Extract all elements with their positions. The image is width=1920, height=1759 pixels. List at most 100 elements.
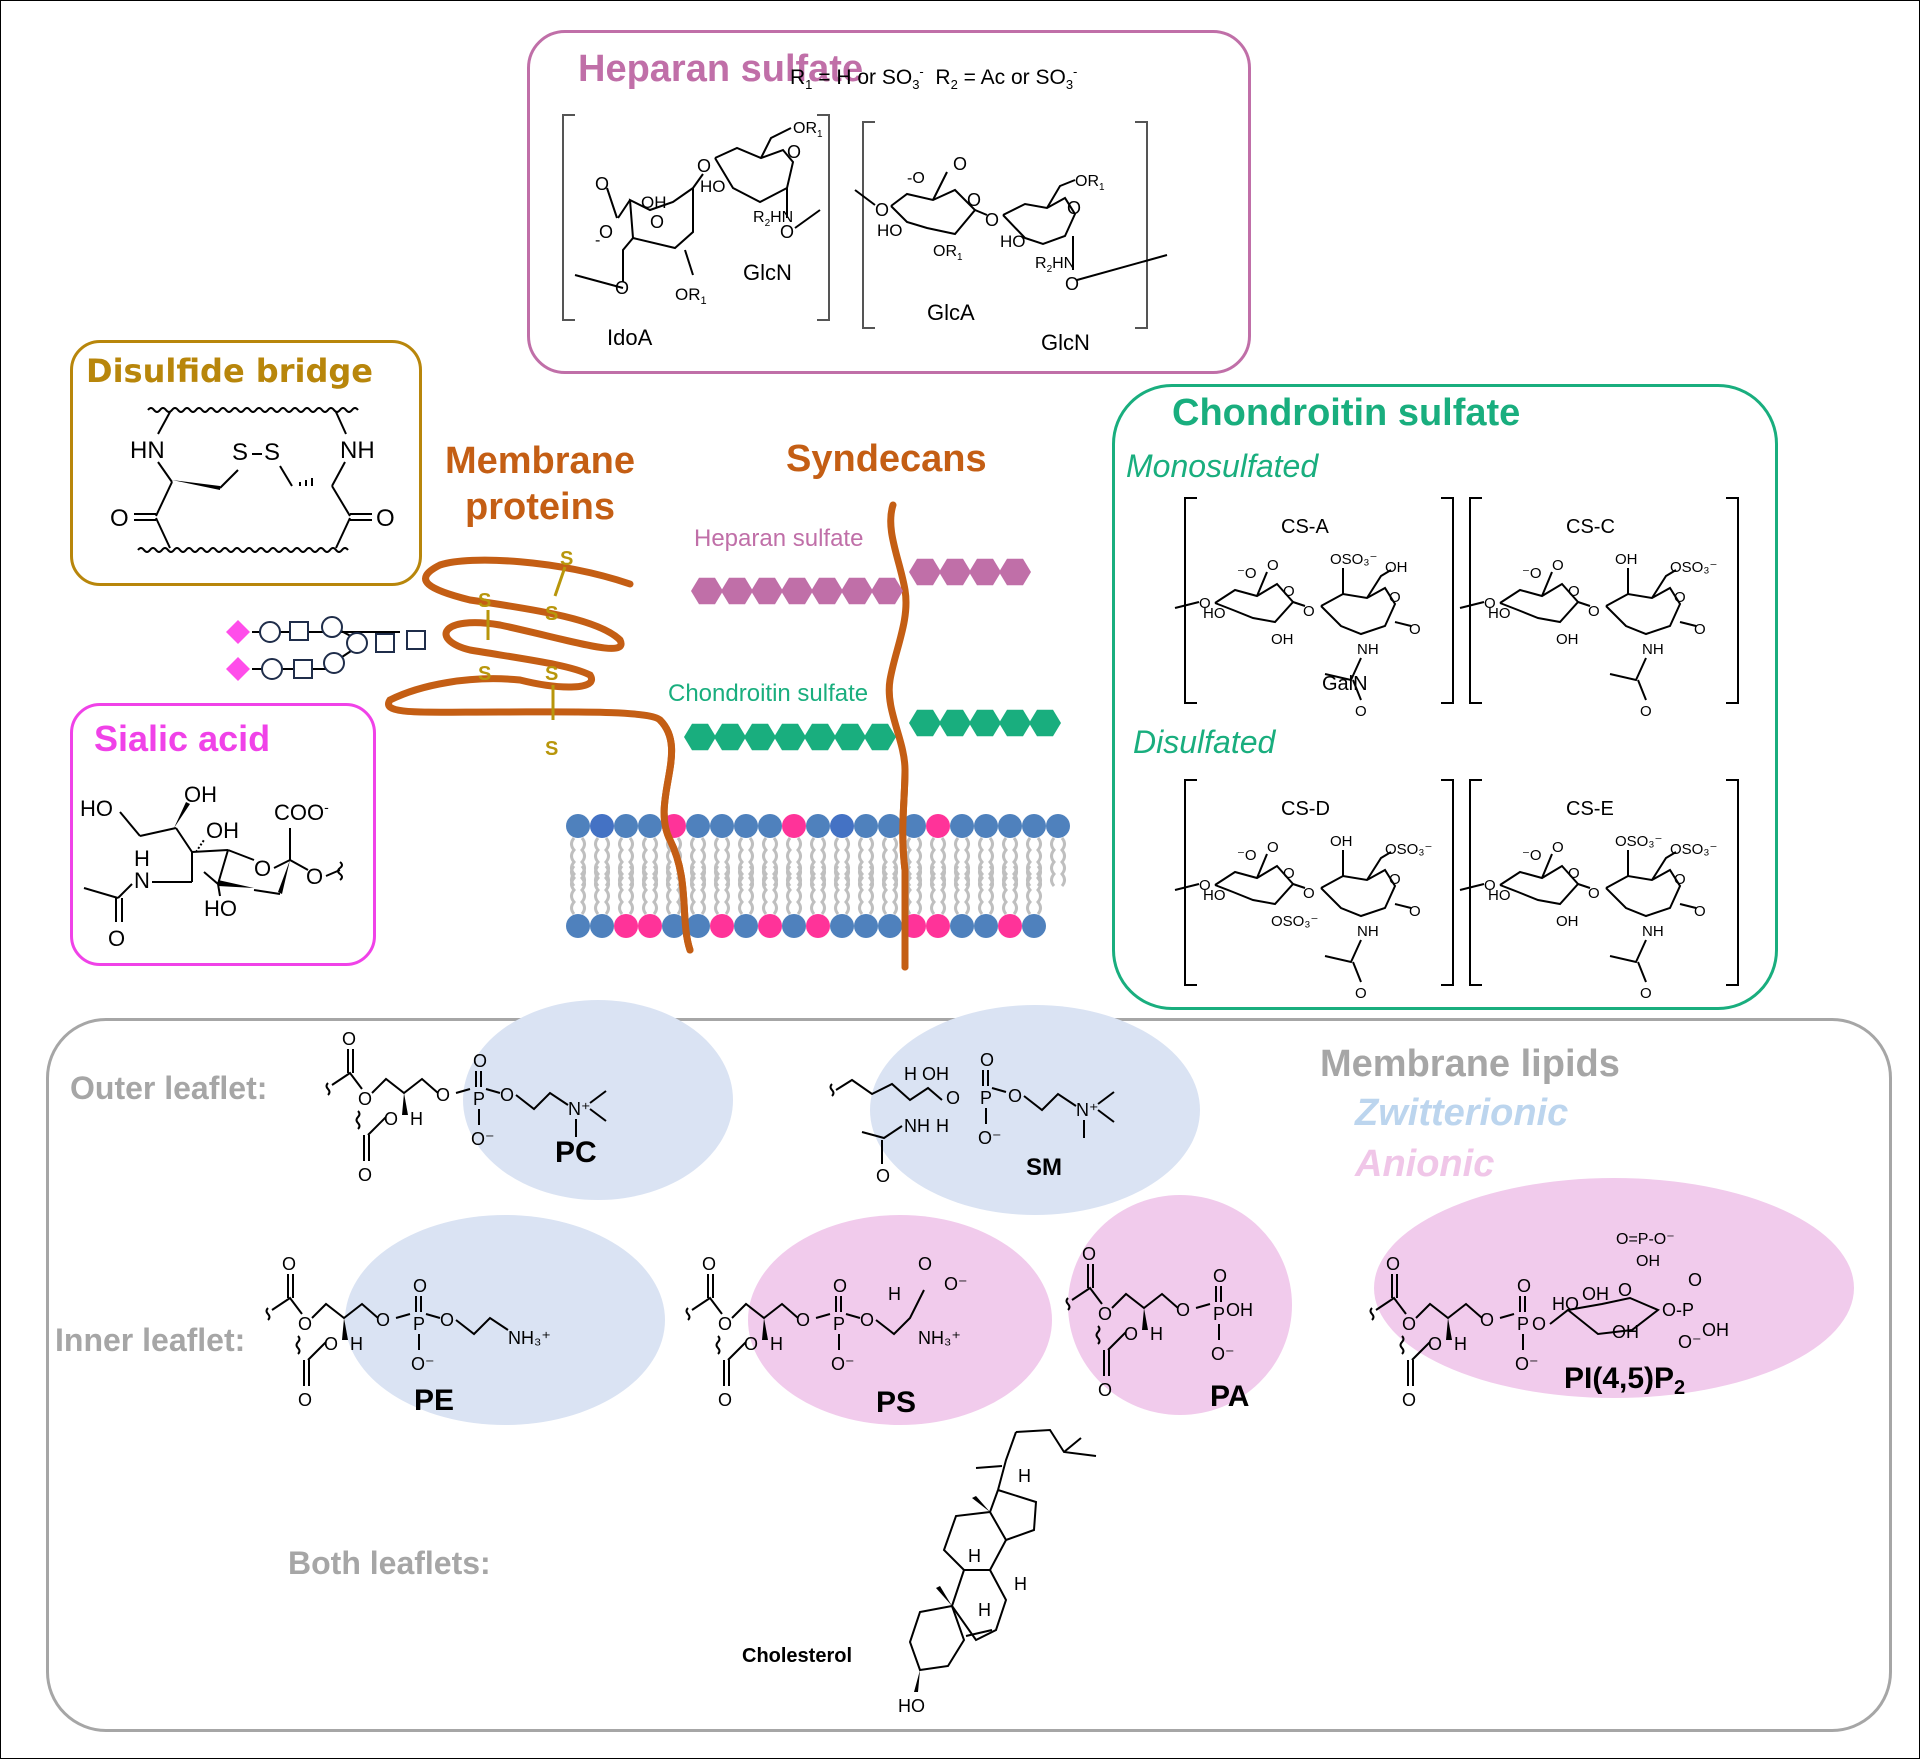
svg-text:O: O [980, 1050, 994, 1070]
anionic-lipid-head [638, 914, 662, 938]
zwitterionic-lipid-head [734, 814, 758, 838]
zwitterionic-lipid-head [878, 914, 902, 938]
disulfide-bridge-structure: HN S S NH O O [110, 407, 395, 553]
glca-label: GlcA [927, 300, 975, 325]
zwitterionic-lipid-head [974, 814, 998, 838]
svg-text:OH: OH [1556, 913, 1579, 930]
heparan-chain-label: Heparan sulfate [694, 525, 864, 552]
svg-text:O: O [860, 1310, 874, 1330]
svg-text:HO: HO [80, 796, 113, 821]
zwitterionic-lipid-head [854, 914, 878, 938]
cs-unit-label: CS-C [1566, 516, 1615, 538]
lipid-tail [652, 865, 658, 915]
lipid-tail [628, 865, 634, 915]
svg-text:H: H [968, 1546, 981, 1566]
chondroitin-hexagon [714, 723, 746, 751]
zwitterionic-lipid-head [686, 914, 710, 938]
lipid-tail [690, 865, 696, 915]
svg-text:H: H [1014, 1574, 1027, 1594]
zwitterionic-lipid-head [878, 814, 902, 838]
mannose-circle-icon [321, 616, 343, 638]
svg-text:NH₃⁺: NH₃⁺ [918, 1328, 961, 1348]
anionic-lipid-head [806, 914, 830, 938]
lipid-tail [988, 865, 994, 915]
or1-label: OR1 [675, 285, 707, 307]
lipid-tail [858, 865, 864, 915]
svg-text:O: O [1065, 274, 1079, 294]
svg-text:H: H [1454, 1334, 1467, 1354]
lipid-tail [618, 865, 624, 915]
svg-text:O: O [1303, 603, 1315, 620]
svg-text:-O: -O [907, 170, 925, 187]
svg-text:H: H [770, 1334, 783, 1354]
lipid-tail [1026, 865, 1032, 915]
svg-text:O: O [833, 1276, 847, 1296]
svg-text:HN: HN [130, 437, 165, 464]
svg-text:OH: OH [184, 782, 217, 807]
heparan-hexagon [811, 577, 843, 605]
heparan-hexagon [939, 558, 971, 586]
zwitterionic-lipid-head [1022, 814, 1046, 838]
svg-text:O: O [876, 1166, 890, 1186]
lipid-tail [786, 865, 792, 915]
disulfated-label: Disulfated [1133, 724, 1276, 760]
disulfide-bridge-box [70, 340, 422, 586]
svg-text:O: O [1389, 871, 1401, 888]
svg-text:OH: OH [641, 193, 667, 212]
svg-text:O: O [599, 222, 613, 242]
svg-text:O⁻: O⁻ [1678, 1332, 1702, 1352]
lipid-tail [604, 865, 610, 915]
svg-text:O: O [985, 210, 999, 230]
svg-text:OH: OH [1556, 631, 1579, 648]
lipid-tail [820, 865, 826, 915]
cs-unit-label: CS-D [1281, 798, 1330, 820]
svg-text:OH: OH [1636, 1253, 1660, 1270]
svg-text:H: H [904, 1064, 917, 1084]
r-group-definitions: R1 = H or SO3- R2 = Ac or SO3- [790, 64, 1078, 93]
sialic-acid-structure: HO OH OH O COO- O H N HO O [80, 782, 343, 951]
svg-text:N: N [134, 868, 150, 893]
zwitterionic-lipid-head [950, 914, 974, 938]
svg-text:O: O [254, 856, 271, 881]
zwitterionic-lipid-head [974, 914, 998, 938]
svg-text:O: O [1283, 583, 1295, 600]
svg-text:HO: HO [1000, 232, 1026, 251]
lipid-tail [594, 865, 600, 915]
disulfide-bridge-title: Disulfide bridge [86, 352, 373, 390]
svg-text:O: O [1688, 1270, 1702, 1290]
svg-text:OH: OH [1612, 1322, 1639, 1342]
lipid-label-sm: SM [1026, 1154, 1062, 1181]
svg-text:H: H [1150, 1324, 1163, 1344]
svg-text:P: P [980, 1088, 992, 1108]
lipid-label-pip2: PI(4,5)P2 [1564, 1362, 1685, 1399]
lipid-tail [1060, 837, 1066, 887]
chondroitin-hexagon [864, 723, 896, 751]
svg-text:O: O [744, 1334, 758, 1354]
svg-text:O: O [1409, 903, 1421, 920]
lipid-tail [916, 865, 922, 915]
pip2-highlight [1374, 1178, 1854, 1398]
svg-text:HO: HO [1203, 605, 1226, 622]
lipid-label-ps: PS [876, 1386, 916, 1419]
svg-text:O: O [1008, 1086, 1022, 1106]
syndecans-label: Syndecans [786, 438, 987, 480]
heparan-hexagon [751, 577, 783, 605]
svg-text:O⁻: O⁻ [471, 1129, 495, 1149]
chondroitin-chain-label: Chondroitin sulfate [668, 680, 869, 707]
svg-text:O: O [718, 1314, 732, 1334]
zwitterionic-lipid-head [734, 914, 758, 938]
zwitterionic-lipid-head [1046, 814, 1070, 838]
svg-text:NH: NH [1357, 923, 1379, 940]
svg-text:O⁻: O⁻ [1515, 1354, 1539, 1374]
svg-text:O: O [650, 212, 664, 232]
sialic-acid-box [70, 703, 376, 966]
lipid-tail [580, 865, 586, 915]
zwitterionic-lipid-head [566, 914, 590, 938]
svg-text:O: O [298, 1314, 312, 1334]
svg-text:O=P-O⁻: O=P-O⁻ [1616, 1231, 1675, 1248]
sulfur-atom-label: S [545, 738, 558, 760]
